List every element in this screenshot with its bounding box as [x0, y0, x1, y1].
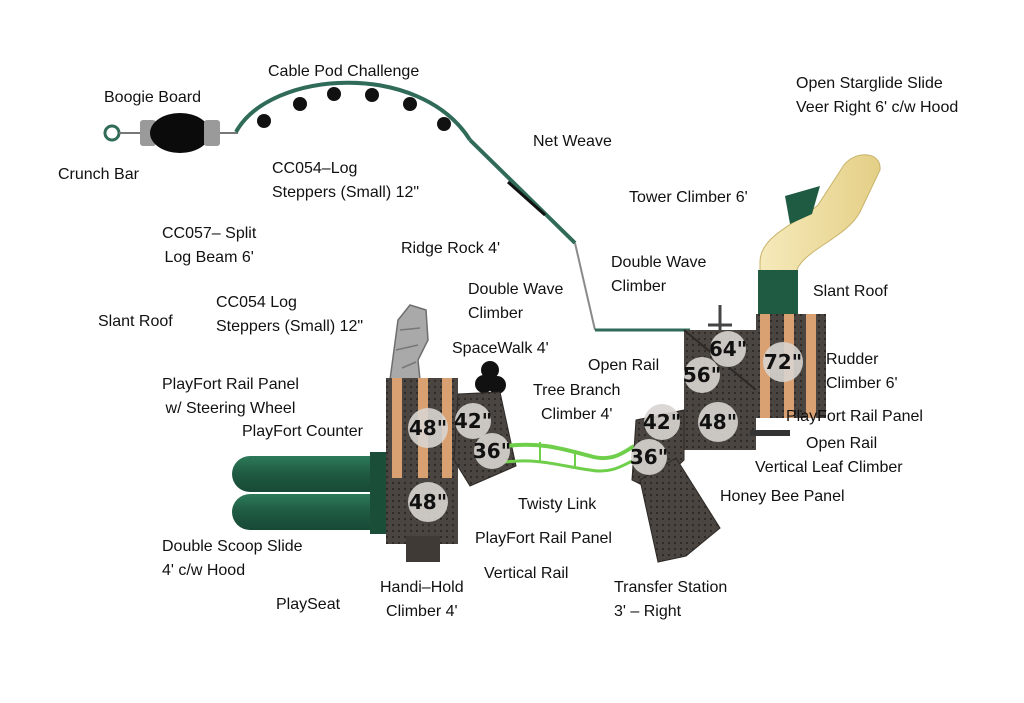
deck-height-badge: 36" [473, 433, 511, 469]
ridge-rock [389, 304, 429, 381]
label-slant-roof-right: Slant Roof [813, 283, 888, 300]
spacewalk [475, 361, 506, 419]
label-cc054-log-steppers-top: CC054–Log Steppers (Small) 12" [272, 160, 420, 201]
deck-height-label: 42" [643, 410, 681, 434]
label-open-rail-right: Open Rail [806, 435, 878, 452]
label-transfer-station: Transfer Station 3' – Right [614, 579, 728, 620]
deck-height-badge: 48" [698, 402, 738, 442]
label-cable-pod-challenge: Cable Pod Challenge [268, 63, 420, 80]
label-net-weave: Net Weave [533, 133, 612, 150]
deck-height-badge: 72" [763, 342, 803, 382]
deck-height-label: 36" [630, 445, 668, 469]
label-tree-branch-climber: Tree Branch Climber 4' [533, 382, 621, 423]
label-spacewalk: SpaceWalk 4' [452, 340, 549, 357]
deck-height-badge: 42" [643, 404, 681, 440]
label-ridge-rock: Ridge Rock 4' [401, 240, 501, 257]
deck-height-label: 64" [709, 337, 747, 361]
deck-height-badge: 42" [454, 403, 492, 439]
label-honey-bee-panel: Honey Bee Panel [720, 488, 845, 505]
label-boogie-board: Boogie Board [104, 89, 201, 106]
label-playseat: PlaySeat [276, 596, 341, 613]
label-double-wave-climber-right: Double Wave Climber [611, 254, 707, 295]
open-starglide-slide [758, 154, 881, 321]
label-tower-climber: Tower Climber 6' [629, 189, 748, 206]
label-vertical-leaf-climber: Vertical Leaf Climber [755, 459, 903, 476]
label-open-rail-top: Open Rail [588, 357, 660, 374]
label-playfort-rail-panel-steering: PlayFort Rail Panel w/ Steering Wheel [162, 376, 299, 417]
label-crunch-bar: Crunch Bar [58, 166, 139, 183]
label-vertical-rail: Vertical Rail [484, 565, 569, 582]
label-twisty-link: Twisty Link [518, 496, 597, 513]
label-double-wave-climber-left: Double Wave Climber [468, 281, 564, 322]
double-scoop-slide [232, 452, 400, 534]
label-double-scoop-slide: Double Scoop Slide 4' c/w Hood [162, 538, 303, 579]
tower-climber [708, 305, 732, 330]
deck-height-badge: 56" [683, 357, 721, 393]
label-handi-hold-climber: Handi–Hold Climber 4' [380, 579, 464, 620]
deck-height-label: 48" [699, 410, 737, 434]
label-playfort-rail-panel-bottom: PlayFort Rail Panel [475, 530, 612, 547]
deck-height-badge: 48" [408, 482, 448, 522]
twisty-link [504, 442, 636, 473]
deck-height-label: 72" [764, 350, 802, 374]
label-playfort-rail-panel-right: PlayFort Rail Panel [786, 408, 923, 425]
deck-height-label: 36" [473, 439, 511, 463]
label-open-starglide-slide: Open Starglide Slide Veer Right 6' c/w H… [796, 75, 959, 116]
deck-height-label: 48" [409, 416, 447, 440]
label-cc057-split-log-beam: CC057– Split Log Beam 6' [162, 225, 257, 266]
deck-height-label: 48" [409, 490, 447, 514]
deck-height-badge: 36" [630, 439, 668, 475]
label-playfort-counter: PlayFort Counter [242, 423, 363, 440]
deck-height-label: 56" [683, 363, 721, 387]
label-cc054-log-steppers-mid: CC054 Log Steppers (Small) 12" [216, 294, 364, 335]
deck-height-badge: 64" [709, 331, 747, 367]
net-weave [468, 138, 690, 332]
cable-pod-challenge [234, 80, 472, 142]
deck-height-label: 42" [454, 409, 492, 433]
label-rudder-climber: Rudder Climber 6' [826, 351, 898, 392]
label-slant-roof-left: Slant Roof [98, 313, 173, 330]
deck-height-badge: 48" [408, 408, 448, 448]
boogie-board [140, 113, 238, 153]
